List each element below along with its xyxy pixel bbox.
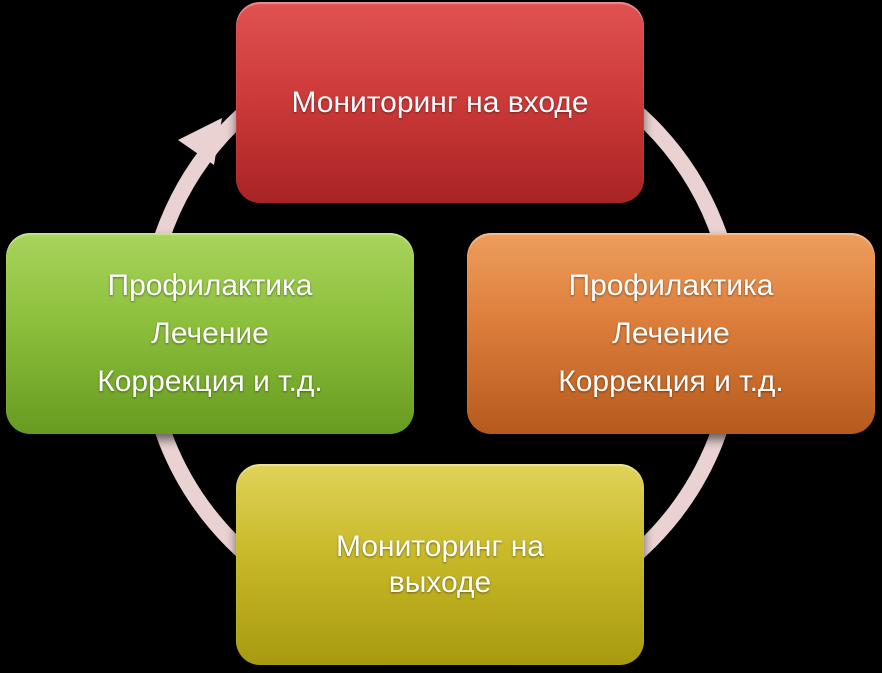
monitoring-output-box: Мониторинг на выходе xyxy=(236,464,644,665)
prevention-label-right: Профилактика xyxy=(568,268,774,302)
monitoring-input-box: Мониторинг на входе xyxy=(236,2,644,203)
monitoring-output-label-line1: Мониторинг на xyxy=(336,529,544,563)
treatment-box-right: Профилактика Лечение Коррекция и т.д. xyxy=(467,233,875,434)
prevention-label-left: Профилактика xyxy=(107,268,313,302)
treatment-label-right: Лечение xyxy=(612,316,730,350)
correction-label-left: Коррекция и т.д. xyxy=(97,364,323,398)
cycle-arrow-head-icon xyxy=(178,118,222,165)
treatment-box-left: Профилактика Лечение Коррекция и т.д. xyxy=(6,233,414,434)
monitoring-input-label: Мониторинг на входе xyxy=(291,85,589,119)
treatment-label-left: Лечение xyxy=(151,316,269,350)
monitoring-output-label-line2: выходе xyxy=(388,565,492,599)
correction-label-right: Коррекция и т.д. xyxy=(558,364,784,398)
